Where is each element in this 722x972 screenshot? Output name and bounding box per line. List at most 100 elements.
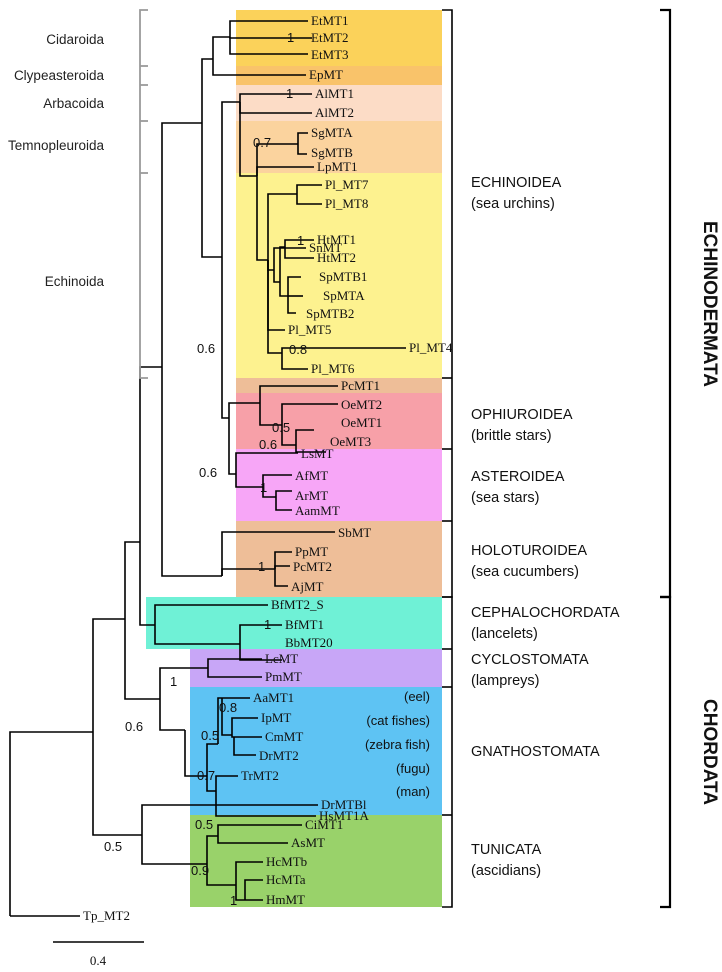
leaf-lpmt1: LpMT1 <box>317 159 357 174</box>
box-holothuroidea <box>236 521 442 597</box>
group-name-asteroidea: ASTEROIDEA <box>471 469 565 485</box>
support-value: 0.5 <box>272 420 290 435</box>
support-value: 0.6 <box>197 341 215 356</box>
order-label-temnopleuroida: Temnopleuroida <box>8 138 105 153</box>
support-value: 0.8 <box>219 700 237 715</box>
species-note: (man) <box>396 784 430 799</box>
group-common-name: (lancelets) <box>471 626 538 642</box>
box-temnopleuroida <box>236 121 442 173</box>
leaf-hcmta: HcMTa <box>266 872 306 887</box>
leaf-pl-mt5: Pl_MT5 <box>288 322 331 337</box>
support-value: 1 <box>258 559 265 574</box>
group-name-cephalochordata: CEPHALOCHORDATA <box>471 605 620 621</box>
order-label-clypeasteroida: Clypeasteroida <box>14 68 105 83</box>
box-pcmt1 <box>236 378 442 393</box>
group-name-ophiuroidea: OPHIUROIDEA <box>471 407 573 423</box>
leaf-bfmt1: BfMT1 <box>285 617 324 632</box>
group-common-name: (lampreys) <box>471 673 539 689</box>
phylum-echinodermata: ECHINODERMATA <box>699 221 720 387</box>
box-echinoida <box>236 173 442 378</box>
scale-bar-label: 0.4 <box>90 953 107 968</box>
leaf-ipmt: IpMT <box>261 710 291 725</box>
group-name-tunicata: TUNICATA <box>471 842 542 858</box>
leaf-snmt: SnMT <box>309 240 342 255</box>
support-value: 0.9 <box>191 863 209 878</box>
species-note: (cat fishes) <box>366 713 430 728</box>
group-common-name: (sea cucumbers) <box>471 564 579 580</box>
group-name-cyclostomata: CYCLOSTOMATA <box>471 652 589 668</box>
group-name-gnathostomata: GNATHOSTOMATA <box>471 744 600 760</box>
box-ophiuroidea <box>236 393 442 449</box>
support-value: 0.5 <box>104 839 122 854</box>
order-brackets <box>139 9 148 379</box>
leaf-afmt: AfMT <box>295 468 328 483</box>
group-name-echinoidea: ECHINOIDEA <box>471 175 562 191</box>
leaf-trmt2: TrMT2 <box>241 768 279 783</box>
support-value: 0.7 <box>253 135 271 150</box>
leaf-pmmt: PmMT <box>265 669 302 684</box>
leaf-hsmt1a: HsMT1A <box>319 808 369 823</box>
support-value: 0.8 <box>289 342 307 357</box>
leaf-htmt2: HtMT2 <box>317 250 356 265</box>
leaf-tp-mt2: Tp_MT2 <box>83 908 130 923</box>
group-name-holoturoidea: HOLOTUROIDEA <box>471 543 587 559</box>
leaf-pcmt2: PcMT2 <box>293 559 332 574</box>
support-value: 1 <box>230 893 237 908</box>
support-value: 1 <box>287 30 294 45</box>
leaf-bbmt20: BbMT20 <box>285 635 333 650</box>
species-note: (fugu) <box>396 761 430 776</box>
leaf-armt: ArMT <box>295 488 328 503</box>
leaf-sgmtb: SgMTB <box>311 145 353 160</box>
leaf-pcmt1: PcMT1 <box>341 378 380 393</box>
leaf-lsmt: LsMT <box>301 446 334 461</box>
leaf-oemt1: OeMT1 <box>341 415 382 430</box>
leaf-pl-mt6: Pl_MT6 <box>311 361 355 376</box>
leaf-hmmt: HmMT <box>266 892 305 907</box>
leaf-spmtb2: SpMTB2 <box>306 306 354 321</box>
leaf-pl-mt7: Pl_MT7 <box>325 177 369 192</box>
leaf-htmt1: HtMT1 <box>317 232 356 247</box>
box-arbacoida <box>236 85 442 121</box>
leaf-etmt3: EtMT3 <box>311 47 349 62</box>
box-cyclostomata <box>190 649 442 687</box>
support-value: 0.7 <box>197 768 215 783</box>
group-common-name: (sea urchins) <box>471 196 555 212</box>
leaf-sbmt: SbMT <box>338 525 371 540</box>
leaf-oemt2: OeMT2 <box>341 397 382 412</box>
support-value: 0.5 <box>201 728 219 743</box>
leaf-etmt2: EtMT2 <box>311 30 349 45</box>
group-common-name: (sea stars) <box>471 490 540 506</box>
support-value: 0.6 <box>259 437 277 452</box>
species-note: (eel) <box>404 689 430 704</box>
leaf-hcmtb: HcMTb <box>266 854 307 869</box>
leaf-pl-mt8: Pl_MT8 <box>325 196 368 211</box>
leaf-ajmt: AjMT <box>291 579 324 594</box>
leaf-almt1: AlMT1 <box>315 86 354 101</box>
support-value: 1 <box>170 674 177 689</box>
order-label-arbacoida: Arbacoida <box>43 96 104 111</box>
support-value: 1 <box>264 617 271 632</box>
tree-labels: EtMT1EtMT2EtMT3EpMTAlMT1AlMT2SgMTASgMTBL… <box>8 13 720 968</box>
leaf-etmt1: EtMT1 <box>311 13 349 28</box>
leaf-almt2: AlMT2 <box>315 105 354 120</box>
order-label-cidaroida: Cidaroida <box>46 32 104 47</box>
support-value: 1 <box>297 233 304 248</box>
leaf-asmt: AsMT <box>291 835 325 850</box>
leaf-epmt: EpMT <box>309 67 343 82</box>
leaf-bfmt2-s: BfMT2_S <box>271 597 324 612</box>
phylum-chordata: CHORDATA <box>699 699 720 805</box>
order-label-echinoida: Echinoida <box>45 274 105 289</box>
leaf-cimt1: CiMT1 <box>305 817 343 832</box>
box-gnathostomata <box>190 687 442 815</box>
leaf-spmtb1: SpMTB1 <box>319 269 367 284</box>
leaf-drmt2: DrMT2 <box>259 748 299 763</box>
support-value: 0.5 <box>195 817 213 832</box>
support-value: 1 <box>260 480 267 495</box>
tree-branches <box>9 20 406 917</box>
leaf-oemt3: OeMT3 <box>330 434 371 449</box>
species-note: (zebra fish) <box>365 737 430 752</box>
box-clypeasteroida <box>236 66 442 85</box>
leaf-cmmt: CmMT <box>265 729 303 744</box>
